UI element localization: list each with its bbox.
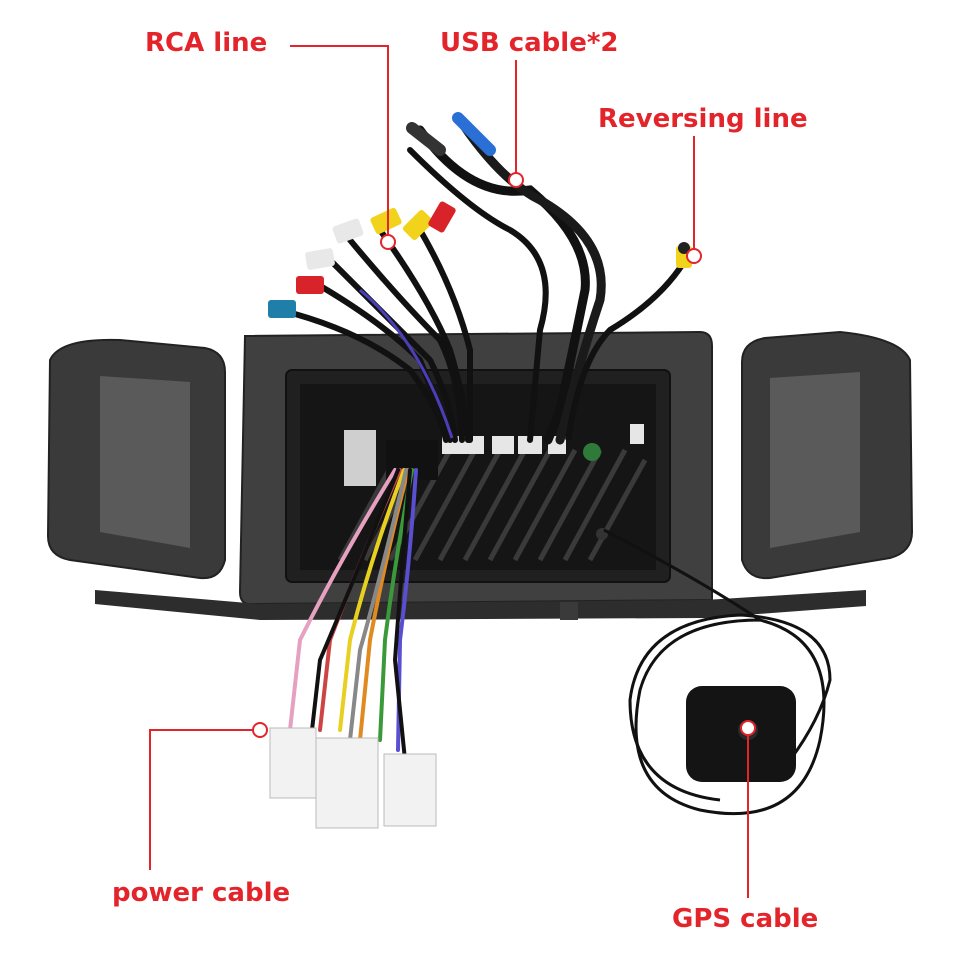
gps-cable-label: GPS cable: [672, 904, 819, 934]
power-harness: [288, 468, 418, 762]
power-cable-label: power cable: [112, 878, 291, 908]
usb-cables: [406, 112, 606, 445]
reversing-line-label: Reversing line: [598, 104, 808, 134]
head-unit: [285, 369, 671, 583]
gps-antenna: [686, 686, 796, 782]
power-plugs: [269, 727, 437, 829]
callout-dots: [252, 172, 756, 738]
callout-leaders: [149, 45, 749, 898]
rca-bundle: [268, 201, 473, 443]
rca-line-label: RCA line: [145, 28, 268, 58]
gps-cable: [603, 528, 832, 816]
usb-cable-label: USB cable*2: [440, 28, 619, 58]
